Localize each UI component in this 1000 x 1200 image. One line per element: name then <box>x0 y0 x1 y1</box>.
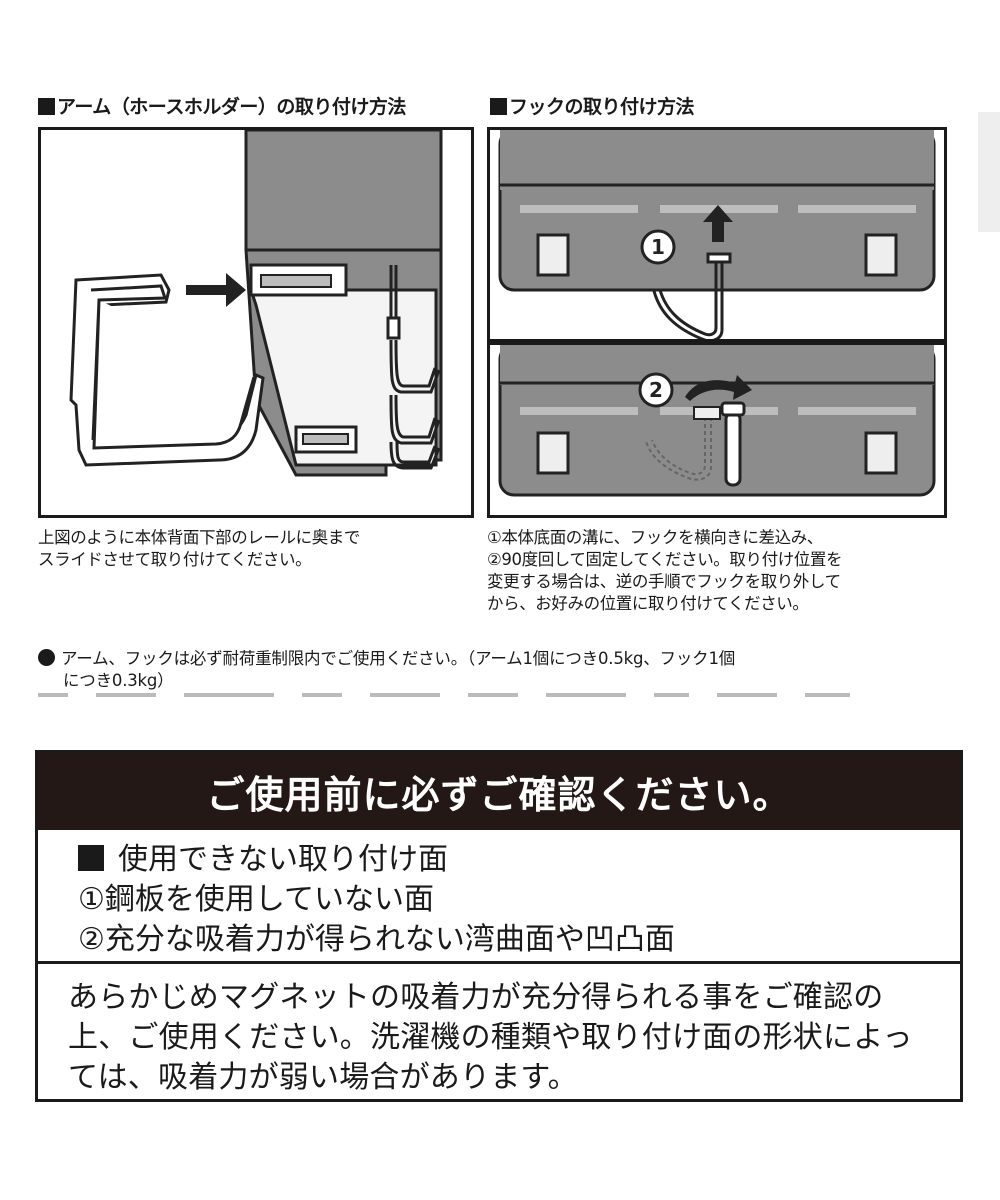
page-edge-strip <box>978 112 1000 232</box>
hook-step1-panel: 1 <box>487 127 947 342</box>
svg-text:2: 2 <box>649 378 663 402</box>
hook-heading-text: フックの取り付け方法 <box>509 96 695 118</box>
hook-ghost-icon <box>645 417 712 481</box>
arm-illustration-panel <box>38 127 474 518</box>
hook-section-heading: フックの取り付け方法 <box>490 92 695 119</box>
washer-body-icon <box>244 130 443 477</box>
note-line: アーム、フックは必ず耐荷重制限内でご使用ください。（アーム1個につき0.5kg、… <box>61 649 736 668</box>
hook-step2-illustration: 2 <box>498 345 936 497</box>
confirm-box-title: ご使用前に必ずご確認ください。 <box>38 753 960 830</box>
unusable-surfaces-section: 使用できない取り付け面 ①鋼板を使用していない面 ②充分な吸着力が得られない湾曲… <box>38 830 960 964</box>
arm-caption-line: スライドさせて取り付けてください。 <box>38 550 312 569</box>
hook-icon <box>652 252 732 339</box>
heading-square-icon <box>38 98 55 115</box>
arm-illustration <box>69 130 443 477</box>
arm-section-heading: アーム（ホースホルダー）の取り付け方法 <box>38 92 406 119</box>
note-line: につき0.3kg） <box>63 671 174 690</box>
cropped-text-line <box>38 693 953 703</box>
warning-line: あらかじめマグネットの吸着力が充分得られる事をご確認の <box>68 980 884 1015</box>
bullet-icon <box>38 649 55 666</box>
arm-caption-line: 上図のように本体背面下部のレールに奥まで <box>38 528 361 547</box>
arm-icon <box>69 273 265 467</box>
svg-text:1: 1 <box>651 235 665 259</box>
confirm-box: ご使用前に必ずご確認ください。 使用できない取り付け面 ①鋼板を使用していない面… <box>35 750 963 1102</box>
hose-holder-icon <box>386 265 441 470</box>
hook-caption: ①本体底面の溝に、フックを横向きに差込み、 ②90度回して固定してください。取り… <box>487 527 957 615</box>
arrow-up-icon <box>703 205 733 242</box>
warning-line: 上、ご使用ください。洗濯機の種類や取り付け面の形状によっ <box>68 1020 913 1055</box>
hook-caption-line: ②90度回して固定してください。取り付け位置を <box>487 550 843 569</box>
unusable-surface-item: ①鋼板を使用していない面 <box>78 882 434 917</box>
hook-step2-panel: 2 <box>487 342 947 518</box>
arrow-right-icon <box>186 273 246 307</box>
arm-caption: 上図のように本体背面下部のレールに奥まで スライドさせて取り付けてください。 <box>38 527 478 571</box>
hook-icon <box>720 401 746 487</box>
hook-caption-line: から、お好みの位置に取り付けてください。 <box>487 594 809 613</box>
section-title: 使用できない取り付け面 <box>118 842 448 877</box>
section-square-icon <box>78 845 104 871</box>
arm-heading-text: アーム（ホースホルダー）の取り付け方法 <box>57 96 406 118</box>
step2-number-badge: 2 <box>638 372 674 408</box>
heading-square-icon <box>490 98 507 115</box>
step1-number-badge: 1 <box>640 229 676 265</box>
rotate-arrow-icon <box>685 375 752 401</box>
warning-line: ては、吸着力が弱い場合があります。 <box>68 1060 578 1095</box>
load-limit-note: アーム、フックは必ず耐荷重制限内でご使用ください。（アーム1個につき0.5kg、… <box>38 648 968 692</box>
hook-caption-line: ①本体底面の溝に、フックを横向きに差込み、 <box>487 528 823 547</box>
hook-step1-illustration: 1 <box>498 130 936 339</box>
magnet-warning-section: あらかじめマグネットの吸着力が充分得られる事をご確認の 上、ご使用ください。洗濯… <box>38 964 960 1098</box>
unusable-surface-item: ②充分な吸着力が得られない湾曲面や凹凸面 <box>78 922 675 957</box>
hook-caption-line: 変更する場合は、逆の手順でフックを取り外して <box>487 572 841 591</box>
